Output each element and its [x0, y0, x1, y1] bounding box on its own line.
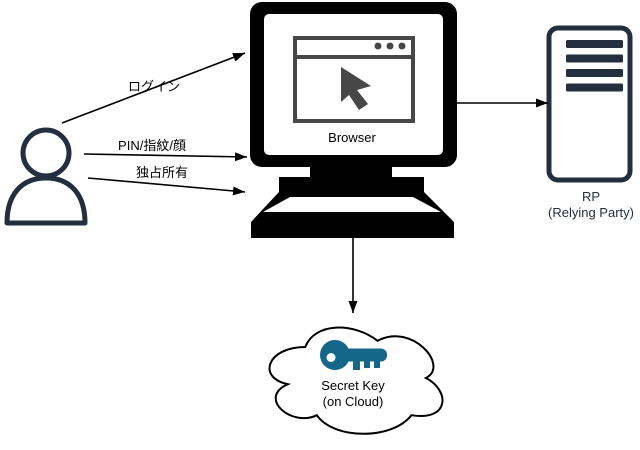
browser-window-icon: [293, 36, 415, 123]
browser-node-label: Browser: [328, 130, 376, 145]
key-icon: [320, 340, 387, 370]
window-dot-icon: [398, 42, 406, 50]
secret-key-node-label: Secret Key (on Cloud): [321, 378, 385, 410]
rp-label-line2: (Relying Party): [548, 205, 634, 220]
person-icon: [4, 127, 88, 226]
cursor-icon: [341, 67, 371, 110]
secret-key-label-line1: Secret Key: [321, 378, 385, 393]
window-dot-icon: [386, 42, 394, 50]
keyboard-icon: [263, 197, 441, 212]
window-dot-icon: [374, 42, 382, 50]
edge-login-arrow: [61, 52, 246, 124]
rp-label-line1: RP: [581, 189, 601, 204]
secret-key-label-line2: (on Cloud): [322, 394, 384, 409]
edge-pin-arrow: [83, 152, 248, 162]
cloud-shape: [268, 326, 444, 435]
edge-possession-label: 独占所有: [135, 165, 189, 180]
edge-possession-arrow: [87, 177, 246, 196]
edge-login-label: ログイン: [127, 79, 181, 94]
server-icon: [546, 25, 633, 183]
edge-pin-label: PIN/指紋/顔: [118, 138, 186, 153]
rp-node-label: RP (Relying Party): [548, 189, 634, 221]
